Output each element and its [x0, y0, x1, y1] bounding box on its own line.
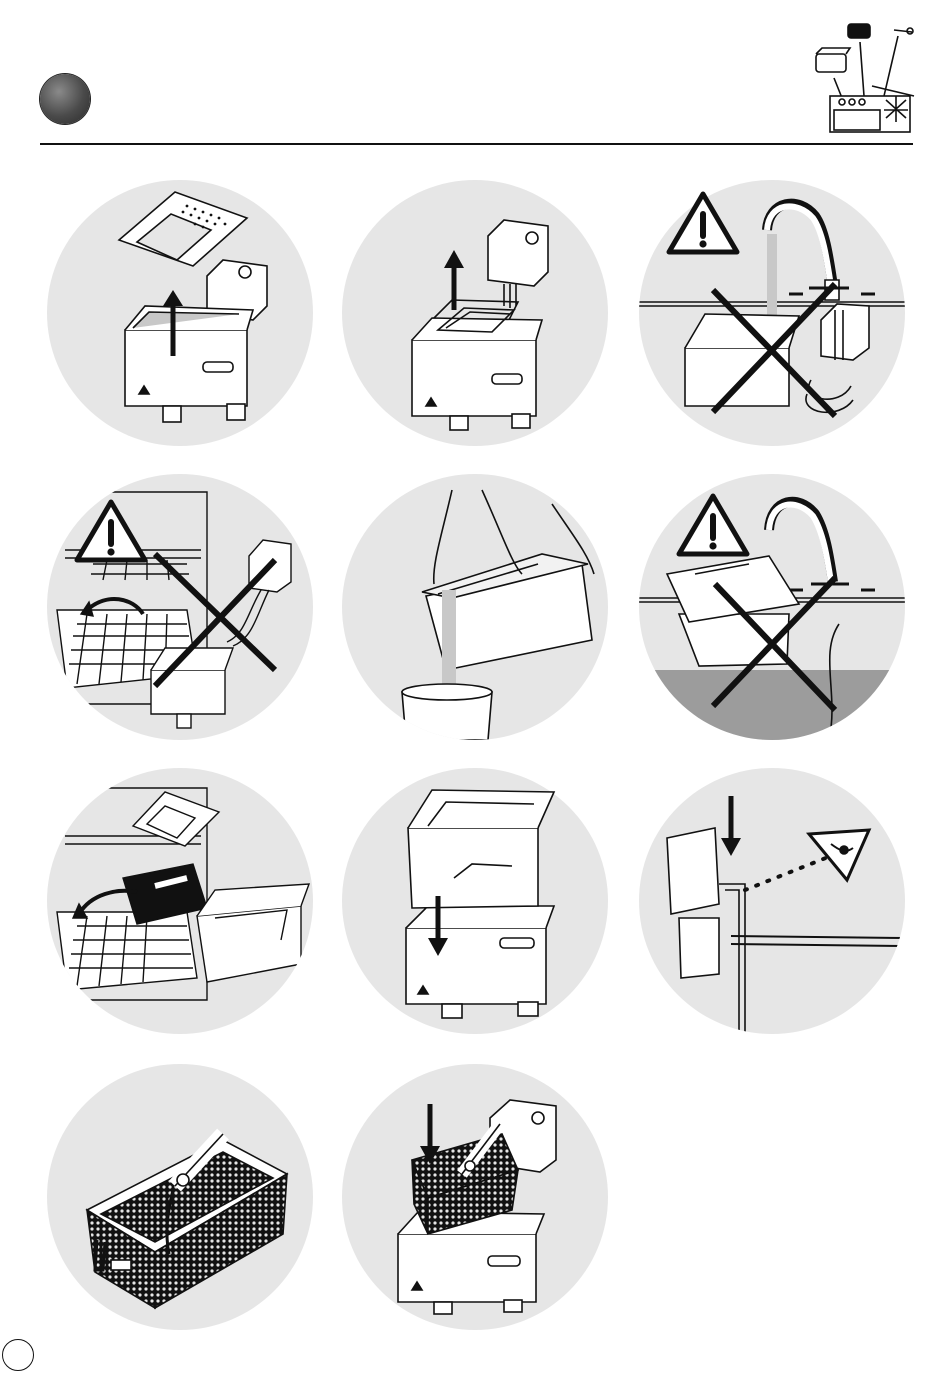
step-lift-lid: [47, 180, 313, 446]
page-number-badge: [2, 1339, 34, 1371]
step-frying-basket: [47, 1064, 313, 1330]
step-check-level: [639, 768, 905, 1034]
step-no-water-on-heater: [639, 180, 905, 446]
step-lift-heater: [342, 180, 608, 446]
step-insert-basket: [342, 1064, 608, 1330]
step-refit-bowl: [342, 768, 608, 1034]
step-pour-oil: [342, 474, 608, 740]
section-marker-disc: [40, 74, 90, 124]
header-rule: [40, 143, 913, 145]
cleaning-parts-icon: [812, 18, 920, 136]
step-no-sink-wash-bowl: [639, 474, 905, 740]
step-no-dishwasher-for-heater: [47, 474, 313, 740]
step-dishwasher-lid-basket-bowl: [47, 768, 313, 1034]
